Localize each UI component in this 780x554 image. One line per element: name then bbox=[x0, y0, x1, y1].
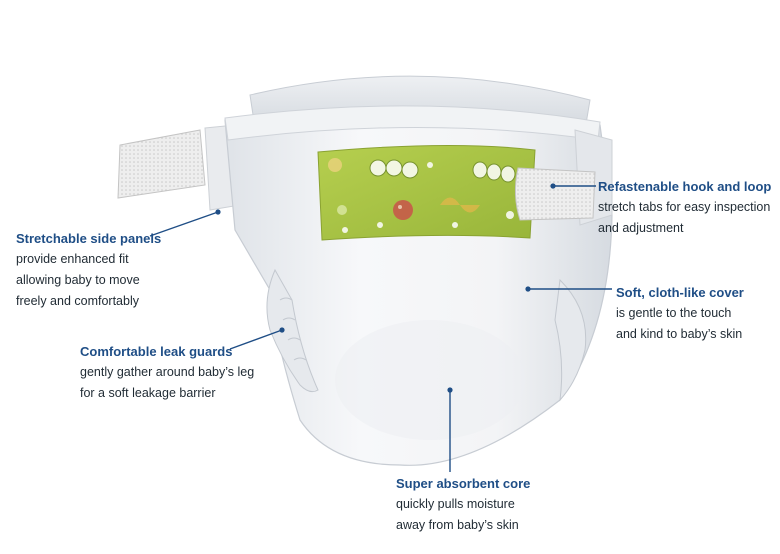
right-stretch-tab bbox=[514, 167, 596, 221]
left-leak-guard bbox=[266, 268, 319, 393]
callout-leak-guards: Comfortable leak guards gently gather ar… bbox=[80, 341, 254, 404]
caterpillar-right bbox=[472, 161, 516, 183]
left-ruffle-3 bbox=[287, 337, 301, 341]
leader-dots bbox=[215, 183, 556, 393]
left-ruffle-1 bbox=[279, 297, 293, 301]
callout-title: Stretchable side panels bbox=[16, 231, 162, 246]
callout-description: stretch tabs for easy inspection and adj… bbox=[598, 200, 771, 235]
leader-lines bbox=[149, 185, 612, 472]
left-ruffle-2 bbox=[282, 317, 296, 321]
callout-description: quickly pulls moisture away from baby’s … bbox=[396, 497, 519, 532]
callout-description: provide enhanced fit allowing baby to mo… bbox=[16, 252, 140, 308]
callout-title: Super absorbent core bbox=[396, 476, 531, 491]
right-leak-guard bbox=[554, 278, 587, 402]
callout-title: Soft, cloth-like cover bbox=[616, 285, 744, 300]
caterpillar-left bbox=[369, 159, 419, 179]
print-panel-motifs bbox=[328, 158, 516, 233]
left-stretch-tab bbox=[117, 129, 206, 199]
leader-stretchable bbox=[149, 211, 219, 237]
absorbent-core bbox=[335, 320, 525, 440]
callout-stretchable-side-panels: Stretchable side panels provide enhanced… bbox=[16, 228, 161, 312]
callout-description: gently gather around baby’s leg for a so… bbox=[80, 365, 255, 400]
callout-absorbent-core: Super absorbent core quickly pulls moist… bbox=[396, 473, 530, 536]
callout-title: Refastenable hook and loop bbox=[598, 179, 772, 194]
print-panel bbox=[317, 144, 536, 241]
left-ruffle-4 bbox=[293, 357, 307, 361]
callout-title: Comfortable leak guards bbox=[80, 344, 233, 359]
leader-leak-guards bbox=[229, 329, 283, 350]
callout-description: is gentle to the touch and kind to baby’… bbox=[616, 306, 743, 341]
callout-refastenable: Refastenable hook and loop stretch tabs … bbox=[598, 176, 771, 239]
callout-soft-cover: Soft, cloth-like cover is gentle to the … bbox=[616, 282, 744, 345]
